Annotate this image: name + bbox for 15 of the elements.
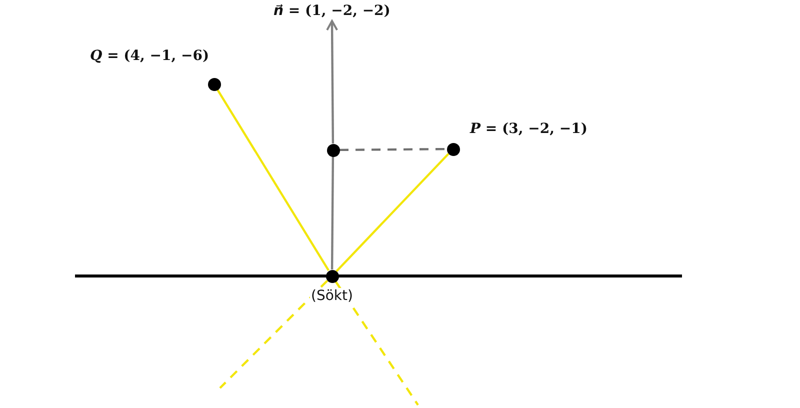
point-dot (326, 270, 338, 282)
dashed-line (219, 280, 328, 389)
point-dot (326, 144, 340, 156)
dashed-line (334, 280, 419, 406)
point-label: P = (3, −2, −1) (470, 121, 588, 137)
line-segment (336, 152, 450, 272)
dashed-line (340, 148, 446, 152)
point-label: Q = (4, −1, −6) (90, 48, 210, 64)
point-dot (446, 142, 460, 156)
point-dot (208, 78, 220, 90)
line-segment (330, 156, 334, 270)
normal-vector-arrow (326, 20, 338, 144)
vector-label: n⃗ = (1, −2, −2) (274, 3, 390, 19)
point-caption: (Sökt) (310, 288, 354, 304)
line-segment (216, 88, 330, 272)
